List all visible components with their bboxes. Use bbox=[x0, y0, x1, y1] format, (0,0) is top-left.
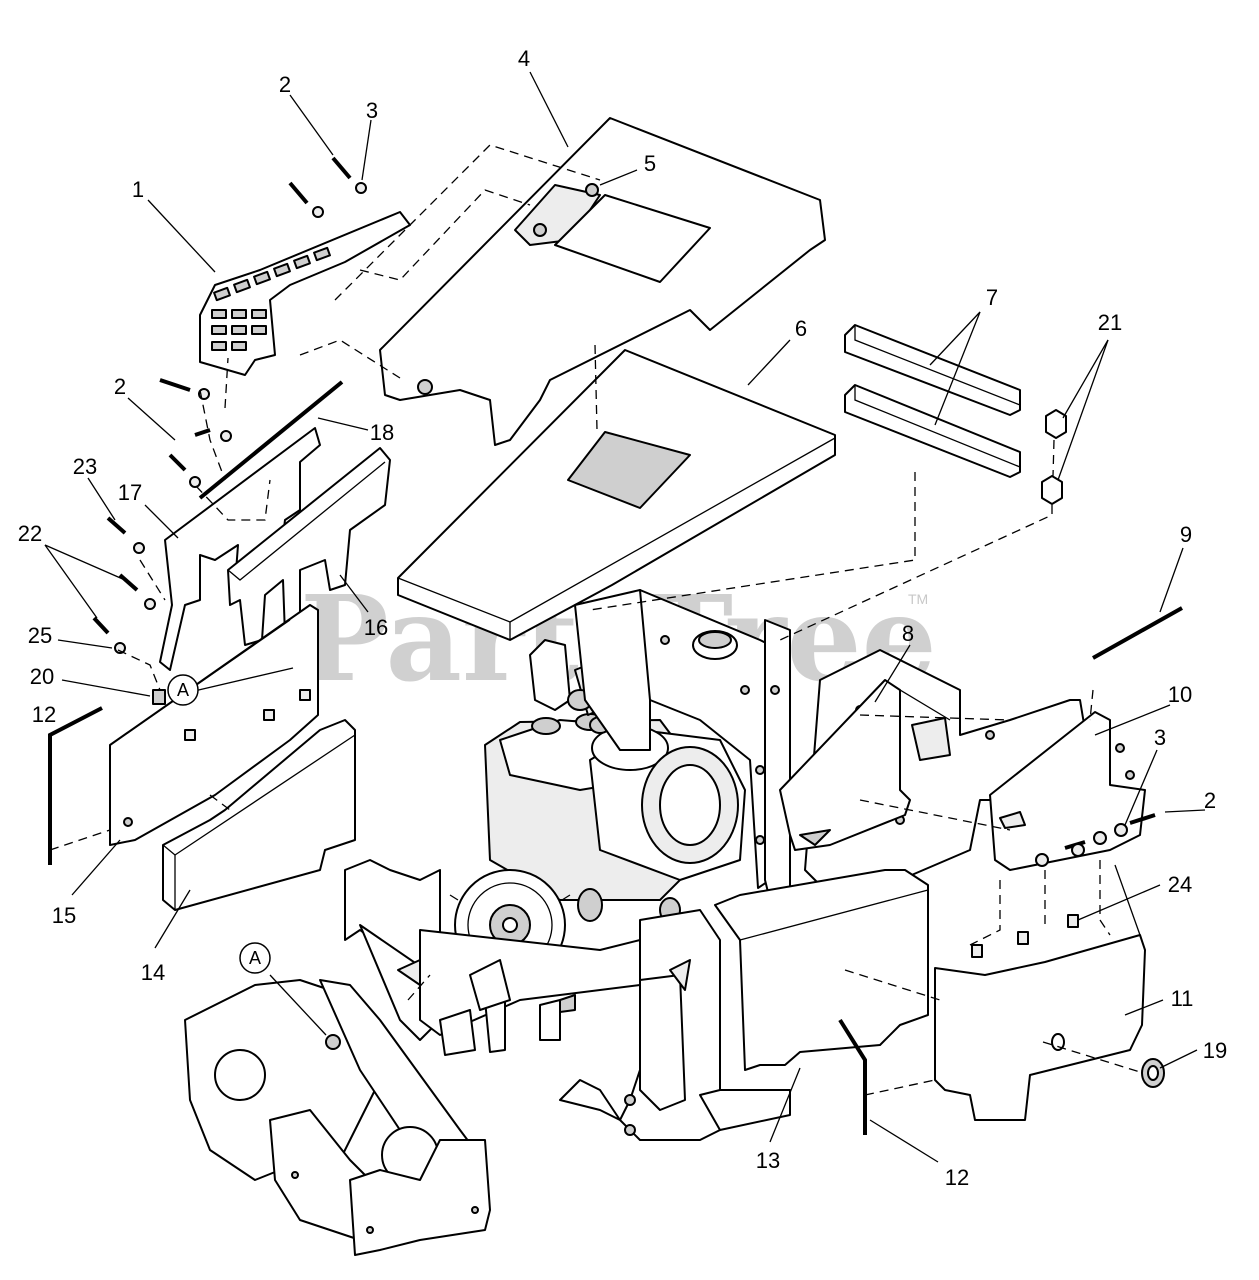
watermark-trademark: TM bbox=[908, 591, 928, 607]
callout-6: 6 bbox=[795, 316, 807, 341]
callout-3-right: 3 bbox=[1154, 725, 1166, 750]
callout-18: 18 bbox=[370, 420, 394, 445]
part-10-panel bbox=[989, 711, 1146, 871]
callout-12-left: 12 bbox=[32, 702, 56, 727]
callout-2-left: 2 bbox=[114, 374, 126, 399]
reference-marker-a-bottom: A bbox=[239, 942, 271, 974]
fasteners-right bbox=[1035, 813, 1156, 867]
callout-4: 4 bbox=[518, 46, 530, 71]
callout-11: 11 bbox=[1171, 986, 1194, 1011]
part-12-rod-right bbox=[838, 1018, 867, 1135]
callout-2-top: 2 bbox=[279, 72, 291, 97]
frame-assembly bbox=[574, 589, 791, 901]
assembly-guide-lines bbox=[49, 144, 1141, 1096]
part-12-rod-left bbox=[48, 706, 103, 865]
callout-22: 22 bbox=[18, 521, 42, 546]
part-24-nuts bbox=[971, 914, 1079, 958]
callout-19: 19 bbox=[1203, 1038, 1227, 1063]
part-13-foam-panel bbox=[714, 869, 929, 1071]
callout-14: 14 bbox=[141, 960, 165, 985]
part-15-side-panel bbox=[109, 604, 319, 846]
svg-text:A: A bbox=[177, 680, 189, 700]
part-11-panel bbox=[934, 864, 1146, 1121]
part-4-hood-cover bbox=[379, 117, 826, 446]
part-9-rod bbox=[1092, 606, 1183, 660]
callout-16: 16 bbox=[364, 615, 388, 640]
part-8-panel bbox=[779, 679, 911, 851]
callout-20: 20 bbox=[30, 664, 54, 689]
callout-9: 9 bbox=[1180, 522, 1192, 547]
part-18-rod bbox=[198, 380, 344, 500]
callout-24: 24 bbox=[1168, 872, 1192, 897]
part-7-foam-strips bbox=[844, 324, 1021, 478]
callout-12-right: 12 bbox=[945, 1165, 969, 1190]
callout-21: 21 bbox=[1098, 310, 1122, 335]
svg-text:A: A bbox=[249, 948, 261, 968]
leader-lines bbox=[44, 71, 1206, 1163]
part-1-heat-shield bbox=[199, 211, 411, 376]
part-14-foam-panel bbox=[162, 719, 356, 911]
part-6-seal-pad bbox=[397, 349, 836, 641]
callout-17: 17 bbox=[118, 480, 142, 505]
callout-7: 7 bbox=[986, 285, 998, 310]
chassis-center bbox=[559, 909, 791, 1141]
part-20-clip bbox=[152, 689, 166, 705]
callout-1: 1 bbox=[132, 177, 144, 202]
callout-15: 15 bbox=[52, 903, 76, 928]
callout-3-top: 3 bbox=[366, 98, 378, 123]
part-19-grommet bbox=[1141, 1058, 1165, 1088]
callout-13: 13 bbox=[756, 1148, 780, 1173]
reference-marker-a-top: A bbox=[167, 674, 199, 706]
callout-2-right: 2 bbox=[1204, 788, 1216, 813]
mounting-plate-assembly bbox=[184, 979, 491, 1256]
callout-numbers: 1 2 3 4 5 6 2 7 21 18 23 17 22 16 25 9 8… bbox=[18, 46, 1227, 1190]
chassis-left bbox=[344, 859, 641, 1056]
part-16-baffle bbox=[227, 447, 391, 646]
callout-10: 10 bbox=[1168, 682, 1192, 707]
callout-25: 25 bbox=[28, 623, 52, 648]
part-21-spacers bbox=[1041, 409, 1067, 505]
callout-5: 5 bbox=[644, 151, 656, 176]
fasteners-top bbox=[92, 156, 367, 654]
callout-8: 8 bbox=[902, 621, 914, 646]
callout-23: 23 bbox=[73, 454, 97, 479]
